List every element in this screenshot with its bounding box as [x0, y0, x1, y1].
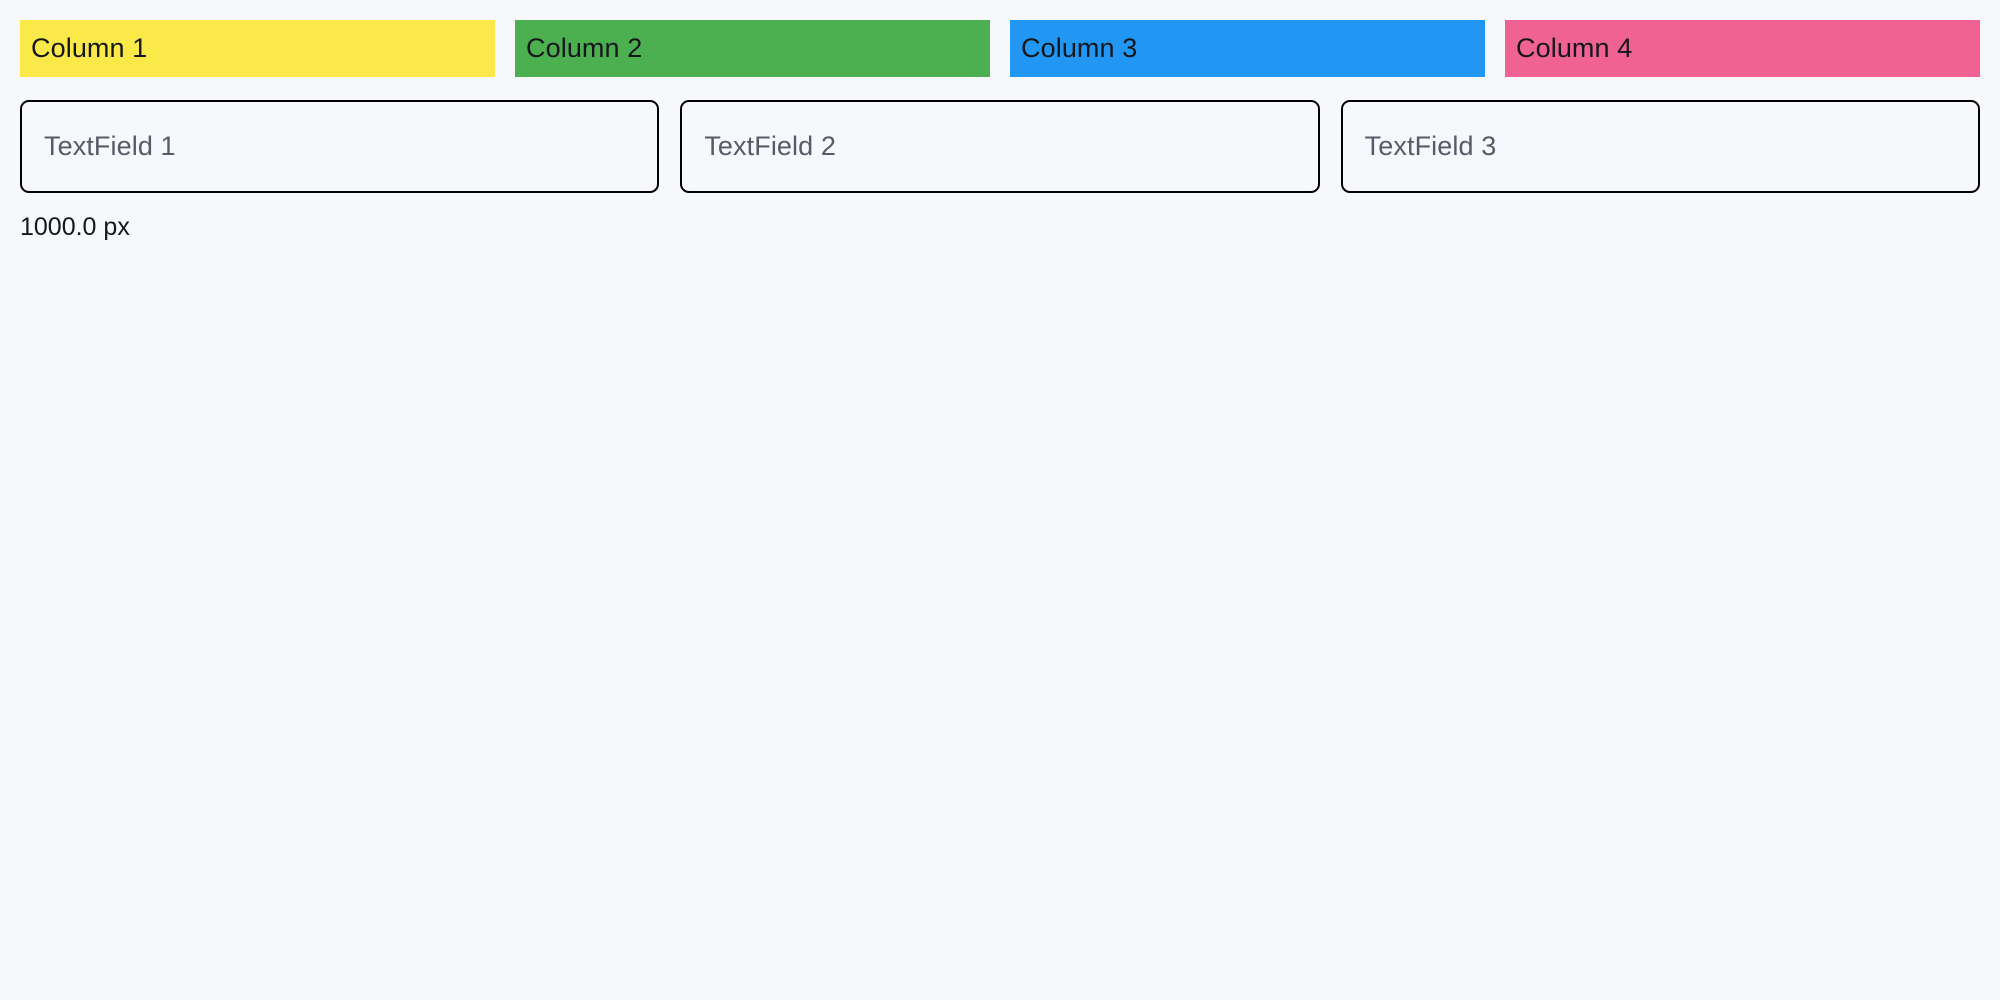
textfield-3[interactable]: TextField 3 [1340, 100, 1980, 193]
textfield-row: TextField 1 TextField 2 TextField 3 [20, 100, 1980, 193]
column-block-1-label: Column 1 [31, 33, 148, 63]
textfield-3-placeholder: TextField 3 [1364, 131, 1497, 161]
textfield-2-placeholder: TextField 2 [704, 131, 836, 161]
column-block-3[interactable]: Column 3 [1010, 20, 1485, 77]
textfield-2[interactable]: TextField 2 [680, 100, 1320, 193]
column-block-4[interactable]: Column 4 [1505, 20, 1980, 77]
column-strip-row: Column 1 Column 2 Column 3 Column 4 [20, 20, 1980, 77]
textfield-1-placeholder: TextField 1 [44, 131, 176, 161]
column-block-3-label: Column 3 [1021, 33, 1138, 63]
column-block-2-label: Column 2 [526, 33, 643, 63]
textfield-1[interactable]: TextField 1 [20, 100, 660, 193]
column-block-1[interactable]: Column 1 [20, 20, 495, 77]
size-readout-label: 1000.0 px [20, 213, 130, 241]
column-block-4-label: Column 4 [1516, 33, 1633, 63]
column-block-2[interactable]: Column 2 [515, 20, 990, 77]
